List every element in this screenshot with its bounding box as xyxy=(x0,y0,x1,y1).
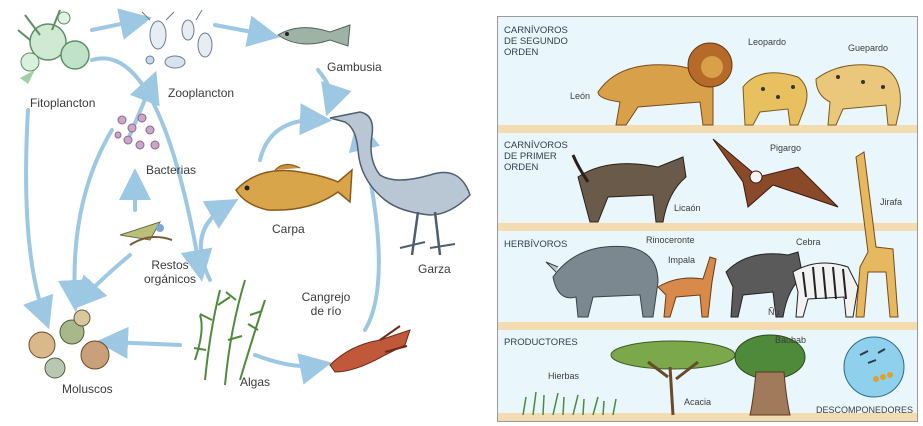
zebra-illustration xyxy=(793,263,858,317)
giraffe-illustration xyxy=(856,152,898,317)
label-descomponedores: DESCOMPONEDORES xyxy=(816,405,913,415)
grass-illustration xyxy=(523,392,616,415)
label-garza: Garza xyxy=(418,262,451,276)
wild-dog-illustration xyxy=(573,155,686,222)
label-rinoceronte: Rinoceronte xyxy=(646,235,695,245)
label-moluscos: Moluscos xyxy=(62,382,113,396)
section-producers: PRODUCTORES xyxy=(504,337,578,348)
label-carpa: Carpa xyxy=(272,222,305,236)
sec1-line1: CARNÍVOROS xyxy=(504,140,568,151)
lion-illustration xyxy=(598,43,732,125)
label-algas: Algas xyxy=(240,375,270,389)
label-leopardo: Leopardo xyxy=(748,37,786,47)
arrow-restos-moluscos xyxy=(82,255,130,300)
arrow-fito-zoo xyxy=(92,20,140,30)
moluscos-illustration xyxy=(29,310,109,378)
impala-illustration xyxy=(658,257,716,317)
label-hierbas: Hierbas xyxy=(548,371,579,381)
section-first-order-carnivores: CARNÍVOROS DE PRIMER ORDEN xyxy=(504,140,568,173)
label-licaon: Licaón xyxy=(674,203,701,213)
label-jirafa: Jirafa xyxy=(880,197,902,207)
zooplancton-illustration xyxy=(142,10,212,68)
algas-illustration xyxy=(194,280,265,385)
arrow-carpa-garza xyxy=(260,120,320,160)
fitoplancton-illustration xyxy=(18,10,89,84)
arrow-algas-cangrejo xyxy=(255,355,320,366)
wildebeest-illustration xyxy=(726,252,803,317)
food-web-drawing xyxy=(0,0,485,426)
label-impala: Impala xyxy=(668,255,695,265)
cangrejo-illustration xyxy=(330,326,410,372)
label-cebra: Cebra xyxy=(796,237,821,247)
aquatic-food-web: Fitoplancton Zooplancton Gambusia Bacter… xyxy=(0,0,485,426)
label-acacia: Acacia xyxy=(684,397,711,407)
label-restos-organicos: Restos orgánicos xyxy=(140,258,200,286)
arrow-algas-carpa xyxy=(201,205,228,280)
label-pigargo: Pigargo xyxy=(770,143,801,153)
decomposers-illustration xyxy=(844,337,904,397)
label-cangrejo: Cangrejo de río xyxy=(294,290,358,318)
label-gambusia: Gambusia xyxy=(327,60,382,74)
section-second-order-carnivores: CARNÍVOROS DE SEGUNDO ORDEN xyxy=(504,25,568,58)
sec2-line1: CARNÍVOROS xyxy=(504,25,568,36)
gambusia-illustration xyxy=(278,25,350,46)
label-restos-line2: orgánicos xyxy=(144,272,196,286)
label-guepardo: Guepardo xyxy=(848,43,888,53)
label-leon: León xyxy=(570,91,590,101)
label-restos-line1: Restos xyxy=(151,258,188,272)
section-herbivores: HERBÍVOROS xyxy=(504,239,567,250)
cheetah-illustration xyxy=(816,65,900,125)
trophic-drawing xyxy=(498,17,919,423)
sec2-line2: DE SEGUNDO xyxy=(504,36,568,47)
rhino-illustration xyxy=(546,246,658,317)
label-cangrejo-line1: Cangrejo xyxy=(302,290,351,304)
baobab-illustration xyxy=(735,335,805,415)
arrow-gambusia-garza xyxy=(318,70,331,105)
label-fitoplancton: Fitoplancton xyxy=(30,96,95,110)
carpa-illustration xyxy=(236,164,352,210)
sec1-line2: DE PRIMER xyxy=(504,151,557,162)
leopard-illustration xyxy=(743,73,807,125)
label-zooplancton: Zooplancton xyxy=(168,86,234,100)
sec1-line3: ORDEN xyxy=(504,162,538,173)
acacia-illustration xyxy=(611,341,735,415)
sec2-line3: ORDEN xyxy=(504,47,538,58)
label-cangrejo-line2: de río xyxy=(311,304,342,318)
arrow-zoo-gambusia xyxy=(215,25,268,35)
label-nu: Ñu xyxy=(768,307,780,317)
arrow-algas-moluscos xyxy=(108,342,180,345)
restos-organicos-illustration xyxy=(120,222,172,245)
trophic-levels-panel: CARNÍVOROS DE SEGUNDO ORDEN CARNÍVOROS D… xyxy=(497,16,918,422)
label-bacterias: Bacterias xyxy=(146,163,196,177)
arrow-fito-moluscos xyxy=(26,110,45,318)
label-baobab: Baobab xyxy=(775,335,806,345)
